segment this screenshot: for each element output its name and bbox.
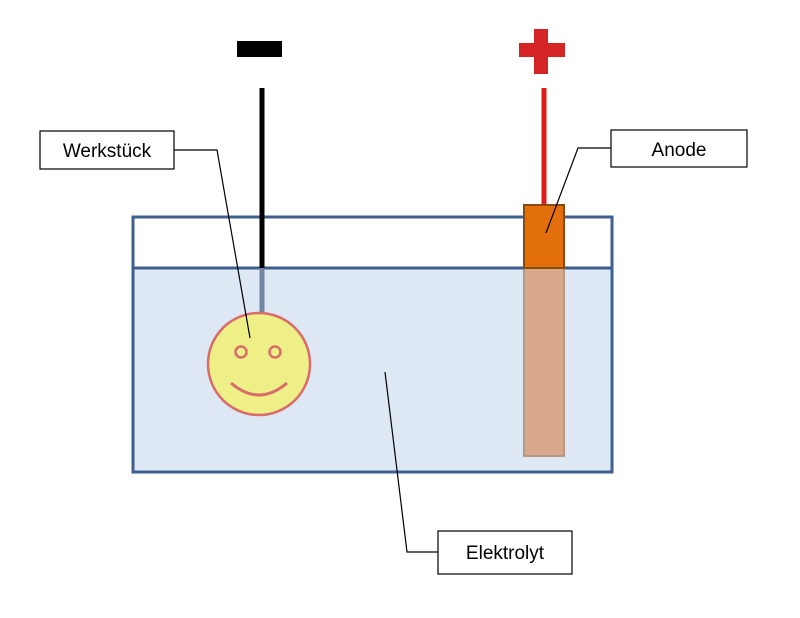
leader-line-anode: [545, 147, 611, 234]
leader-line-workpiece: [174, 149, 251, 339]
anode: [519, 29, 565, 457]
label-anode-text: Anode: [652, 140, 707, 161]
anode-rod-top: [523, 204, 565, 269]
anode-rod-submerged: [523, 267, 565, 457]
tank-outline: [131, 215, 614, 474]
smiley-face: [206, 311, 312, 417]
label-workpiece-text: Werkstück: [63, 141, 152, 162]
label-box-electrolyte: [437, 530, 573, 575]
plus-sign-icon: [519, 29, 565, 74]
smiley-left-eye-icon: [234, 345, 248, 359]
label-electrolyte: Elektrolyt: [384, 371, 573, 575]
minus-sign-icon: [237, 41, 282, 57]
label-electrolyte-text: Elektrolyt: [466, 543, 545, 564]
label-anode: Anode: [545, 129, 748, 234]
workpiece-smiley: [206, 311, 312, 417]
smiley-mouth-icon: [230, 381, 288, 397]
label-box-anode: [610, 129, 748, 168]
cathode: [237, 41, 282, 318]
smiley-right-eye-icon: [268, 345, 282, 359]
label-workpiece: Werkstück: [39, 130, 251, 339]
leader-line-electrolyte: [384, 371, 438, 553]
label-box-workpiece: [39, 130, 175, 170]
